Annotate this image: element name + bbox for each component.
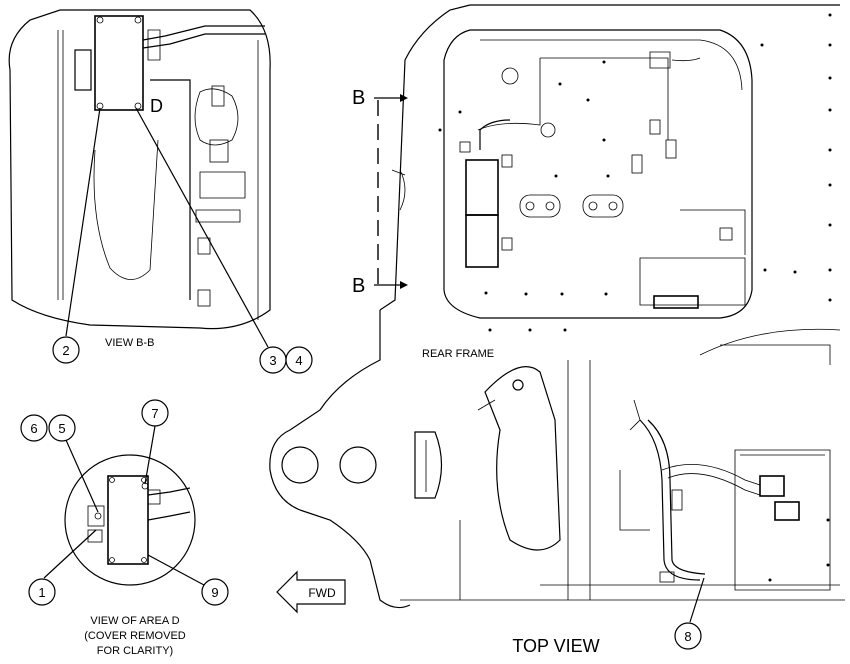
- callout-9: 9: [201, 578, 229, 606]
- callout-4: 4: [285, 346, 313, 374]
- callout-4-label: 4: [295, 353, 302, 368]
- callout-2-label: 2: [62, 343, 69, 358]
- leader-line-9: [147, 554, 205, 586]
- leader-line-8: [689, 577, 705, 623]
- rear-frame-label: REAR FRAME: [422, 348, 494, 360]
- top-view-caption: TOP VIEW: [512, 636, 599, 656]
- frame-fixing-holes: [438, 13, 832, 332]
- leader-line-7: [144, 425, 156, 485]
- fwd-label: FWD: [308, 586, 336, 600]
- callout-7: 7: [141, 399, 169, 427]
- callout-6: 6: [20, 414, 48, 442]
- callout-5-label: 5: [58, 421, 65, 436]
- callout-3-label: 3: [269, 353, 276, 368]
- callout-7-label: 7: [151, 406, 158, 421]
- callout-8: 8: [674, 622, 702, 650]
- callout-1: 1: [28, 578, 56, 606]
- view-bb-detail: [8, 9, 271, 330]
- callout-5: 5: [48, 414, 76, 442]
- top-view-outline: [269, 4, 845, 609]
- section-line-bb: [374, 94, 408, 289]
- callout-9-label: 9: [211, 585, 218, 600]
- callout-3: 3: [259, 346, 287, 374]
- forward-arrow: [276, 570, 346, 614]
- section-marker-b-bottom: B: [352, 275, 365, 297]
- view-area-d-caption-line2: (COVER REMOVED: [84, 630, 186, 642]
- harness-area: [629, 399, 831, 591]
- detail-letter-d: D: [150, 96, 163, 116]
- callout-2: 2: [52, 336, 80, 364]
- view-area-d-caption-line1: VIEW OF AREA D: [90, 615, 179, 627]
- leader-line-3: [135, 107, 269, 348]
- leader-line-2: [65, 107, 101, 337]
- view-bb-caption: VIEW B-B: [105, 337, 155, 349]
- section-marker-b-top: B: [352, 87, 365, 109]
- callout-1-label: 1: [38, 585, 45, 600]
- view-area-d-caption-line3: FOR CLARITY): [97, 645, 173, 657]
- leader-line-1: [43, 529, 97, 579]
- leader-line-5: [65, 439, 99, 513]
- view-area-d-detail: [64, 454, 196, 586]
- callout-6-label: 6: [30, 421, 37, 436]
- rear-frame-plate: [391, 29, 753, 319]
- callout-8-label: 8: [684, 629, 691, 644]
